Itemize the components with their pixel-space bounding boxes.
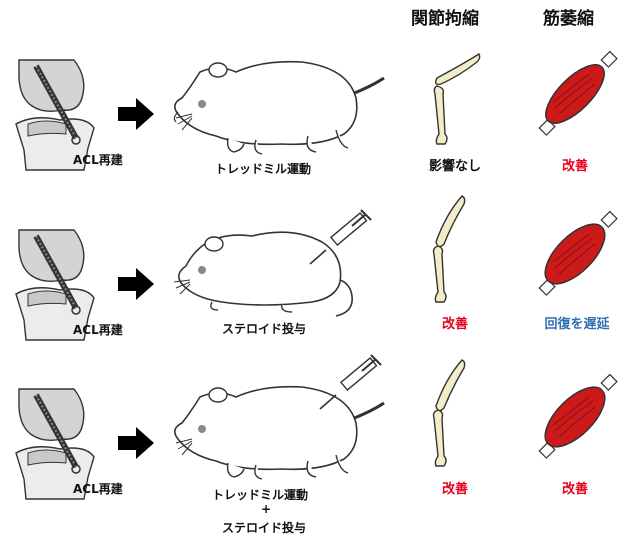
knee-joint-icon [15, 388, 95, 500]
arrow-right-icon [118, 268, 154, 300]
finger-bone-icon [433, 52, 481, 145]
muscle-icon [538, 50, 618, 136]
treatment-second-label: ステロイド投与 [222, 521, 307, 535]
atrophy-result: 改善 [561, 482, 588, 497]
rat-icon [174, 385, 385, 480]
rat-icon [173, 231, 353, 317]
rat-icon [173, 60, 385, 155]
header-contracture: 関節拘縮 [411, 9, 479, 29]
contracture-result: 改善 [441, 317, 468, 332]
atrophy-result: 回復を遅延 [544, 317, 610, 332]
finger-bone-icon [432, 195, 466, 303]
knee-label: ACL再建 [73, 153, 123, 167]
header-atrophy: 筋萎縮 [543, 9, 594, 29]
knee-label: ACL再建 [73, 323, 123, 337]
treatment-label: トレッドミル運動 [215, 162, 312, 176]
muscle-icon [538, 210, 618, 296]
contracture-result: 影響なし [428, 159, 481, 174]
syringe-icon [319, 354, 382, 410]
contracture-result: 改善 [441, 482, 468, 497]
knee-joint-icon [15, 229, 95, 341]
treatment-plus: + [260, 502, 272, 516]
muscle-icon [538, 373, 618, 459]
arrow-right-icon [118, 98, 154, 130]
arrow-right-icon [118, 427, 154, 459]
knee-label: ACL再建 [73, 482, 123, 496]
finger-bone-icon [432, 359, 466, 467]
treatment-label: トレッドミル運動 [212, 488, 309, 502]
treatment-label: ステロイド投与 [222, 322, 307, 336]
knee-joint-icon [15, 59, 95, 171]
atrophy-result: 改善 [561, 159, 588, 174]
syringe-icon [309, 209, 372, 265]
